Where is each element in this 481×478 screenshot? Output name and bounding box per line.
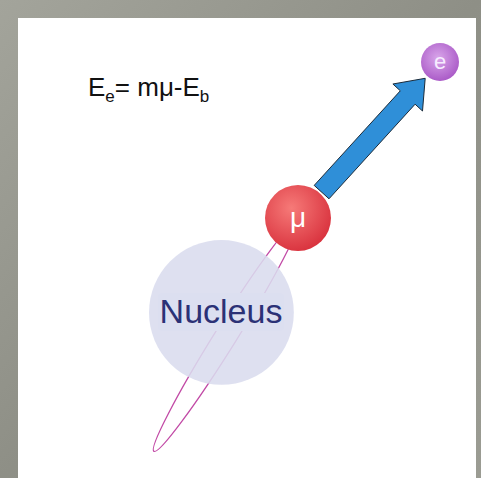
node-label: e	[434, 50, 446, 74]
formula-text: = mμ-E	[115, 72, 200, 102]
energy-formula: Ee= mμ-Eb	[88, 72, 209, 107]
muon-circle-fill	[265, 185, 331, 251]
node-label: Nucleus	[158, 293, 285, 330]
muon-circle: μ	[265, 185, 331, 251]
formula-subscript: e	[105, 87, 114, 106]
nucleus-circle: Nucleus	[149, 240, 294, 385]
electron-circle: e	[421, 43, 459, 81]
electron-circle-fill	[421, 43, 459, 81]
block-arrow	[314, 78, 425, 199]
formula-subscript: b	[200, 87, 209, 106]
nucleus-circle-fill	[149, 240, 294, 385]
orbit-ellipse	[145, 215, 308, 457]
formula-text: E	[88, 72, 105, 102]
node-label: μ	[290, 203, 306, 234]
